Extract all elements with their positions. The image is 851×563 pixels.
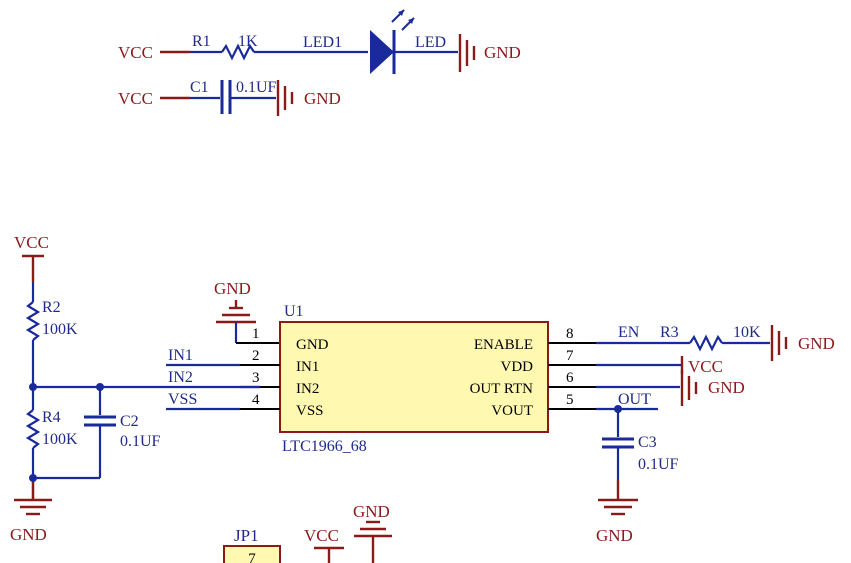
gnd-symbol-left [14, 482, 52, 516]
u1-pin2-num: 2 [252, 348, 260, 364]
gnd-label-bottom: GND [353, 502, 390, 521]
u1-pin8-num: 8 [566, 326, 574, 342]
gnd-symbol-bottom [354, 520, 392, 563]
vcc-label-vdd: VCC [688, 357, 723, 376]
gnd-symbol-outrtn [680, 370, 698, 406]
gnd-symbol-led [458, 34, 476, 72]
r4-value: 100K [42, 431, 78, 448]
vcc-label-bottom: VCC [304, 526, 339, 545]
c3-ref: C3 [638, 434, 657, 451]
gnd-label-c3: GND [596, 526, 633, 545]
r3-resistor [689, 334, 723, 352]
u1-pin4-name: VSS [296, 403, 324, 419]
r3-value: 10K [733, 324, 761, 341]
u1-pin2-name: IN1 [296, 359, 319, 375]
gnd-label-u1: GND [214, 279, 251, 298]
r2-value: 100K [42, 321, 78, 338]
led1-ref: LED1 [303, 34, 342, 51]
c1-ref: C1 [190, 79, 209, 96]
u1-pin4-num: 4 [252, 392, 260, 408]
u1-pin1-num: 1 [252, 326, 260, 342]
gnd-symbol-r3 [770, 325, 788, 361]
bottom-section: JP1 7 VCC GND [223, 502, 392, 563]
net-in2: IN2 [168, 369, 193, 386]
gnd-label-r3: GND [798, 334, 835, 353]
u1-pin6-name: OUT RTN [470, 381, 534, 397]
c1-value: 0.1UF [236, 79, 277, 96]
vcc-label-left: VCC [14, 233, 49, 252]
u1-ref: U1 [284, 303, 304, 320]
r4-resistor [25, 409, 41, 449]
left-nets: IN1 IN2 VSS [166, 347, 260, 411]
u1-pin5-num: 5 [566, 392, 574, 408]
net-vss: VSS [168, 391, 197, 408]
gnd-label-led: GND [484, 43, 521, 62]
r1-ref: R1 [192, 33, 211, 50]
net-en: EN [618, 324, 640, 341]
jp1-pin: 7 [248, 551, 256, 563]
u1-part: LTC1966_68 [282, 438, 367, 455]
gnd-symbol-c3 [598, 480, 638, 516]
vcc-label-top: VCC [118, 43, 153, 62]
u1-pin8-name: ENABLE [474, 337, 533, 353]
net-out: OUT [618, 391, 651, 408]
jp1-body [223, 545, 281, 563]
c2-ref: C2 [120, 413, 139, 430]
r1-value: 1K [238, 33, 258, 50]
r2-resistor [25, 301, 41, 341]
divider-network: VCC R2 100K R4 100K C2 0.1UF GND [10, 233, 260, 544]
vcc-label-c1: VCC [118, 89, 153, 108]
gnd-label-outrtn: GND [708, 378, 745, 397]
u1-pin1-name: GND [296, 337, 329, 353]
u1-pin3-name: IN2 [296, 381, 319, 397]
led-diode [370, 30, 394, 74]
r2-ref: R2 [42, 299, 61, 316]
gnd-symbol-c1 [276, 80, 294, 116]
u1-pin7-num: 7 [566, 348, 574, 364]
led-circuit: VCC R1 1K LED1 LED GND VCC C1 0.1UF [118, 9, 521, 116]
c2-value: 0.1UF [120, 433, 161, 450]
net-in1: IN1 [168, 347, 193, 364]
c3-value: 0.1UF [638, 456, 679, 473]
gnd-label-left: GND [10, 525, 47, 544]
gnd-symbol-u1 [216, 300, 256, 324]
r3-ref: R3 [660, 324, 679, 341]
u1-body [279, 321, 549, 433]
r4-ref: R4 [42, 409, 61, 426]
right-network: EN R3 10K GND VCC GND OUT C3 0.1UF [596, 324, 835, 545]
u1-pin3-num: 3 [252, 370, 260, 386]
jp1-ref: JP1 [234, 526, 259, 545]
r1-resistor [221, 43, 255, 61]
u1-pin5-name: VOUT [491, 403, 533, 419]
led-value: LED [415, 34, 446, 51]
gnd-label-c1: GND [304, 89, 341, 108]
u1-pin6-num: 6 [566, 370, 574, 386]
u1-chip: GND U1 LTC1966_68 1 2 3 4 GND IN1 IN2 VS… [214, 279, 596, 455]
u1-pin7-name: VDD [501, 359, 534, 375]
